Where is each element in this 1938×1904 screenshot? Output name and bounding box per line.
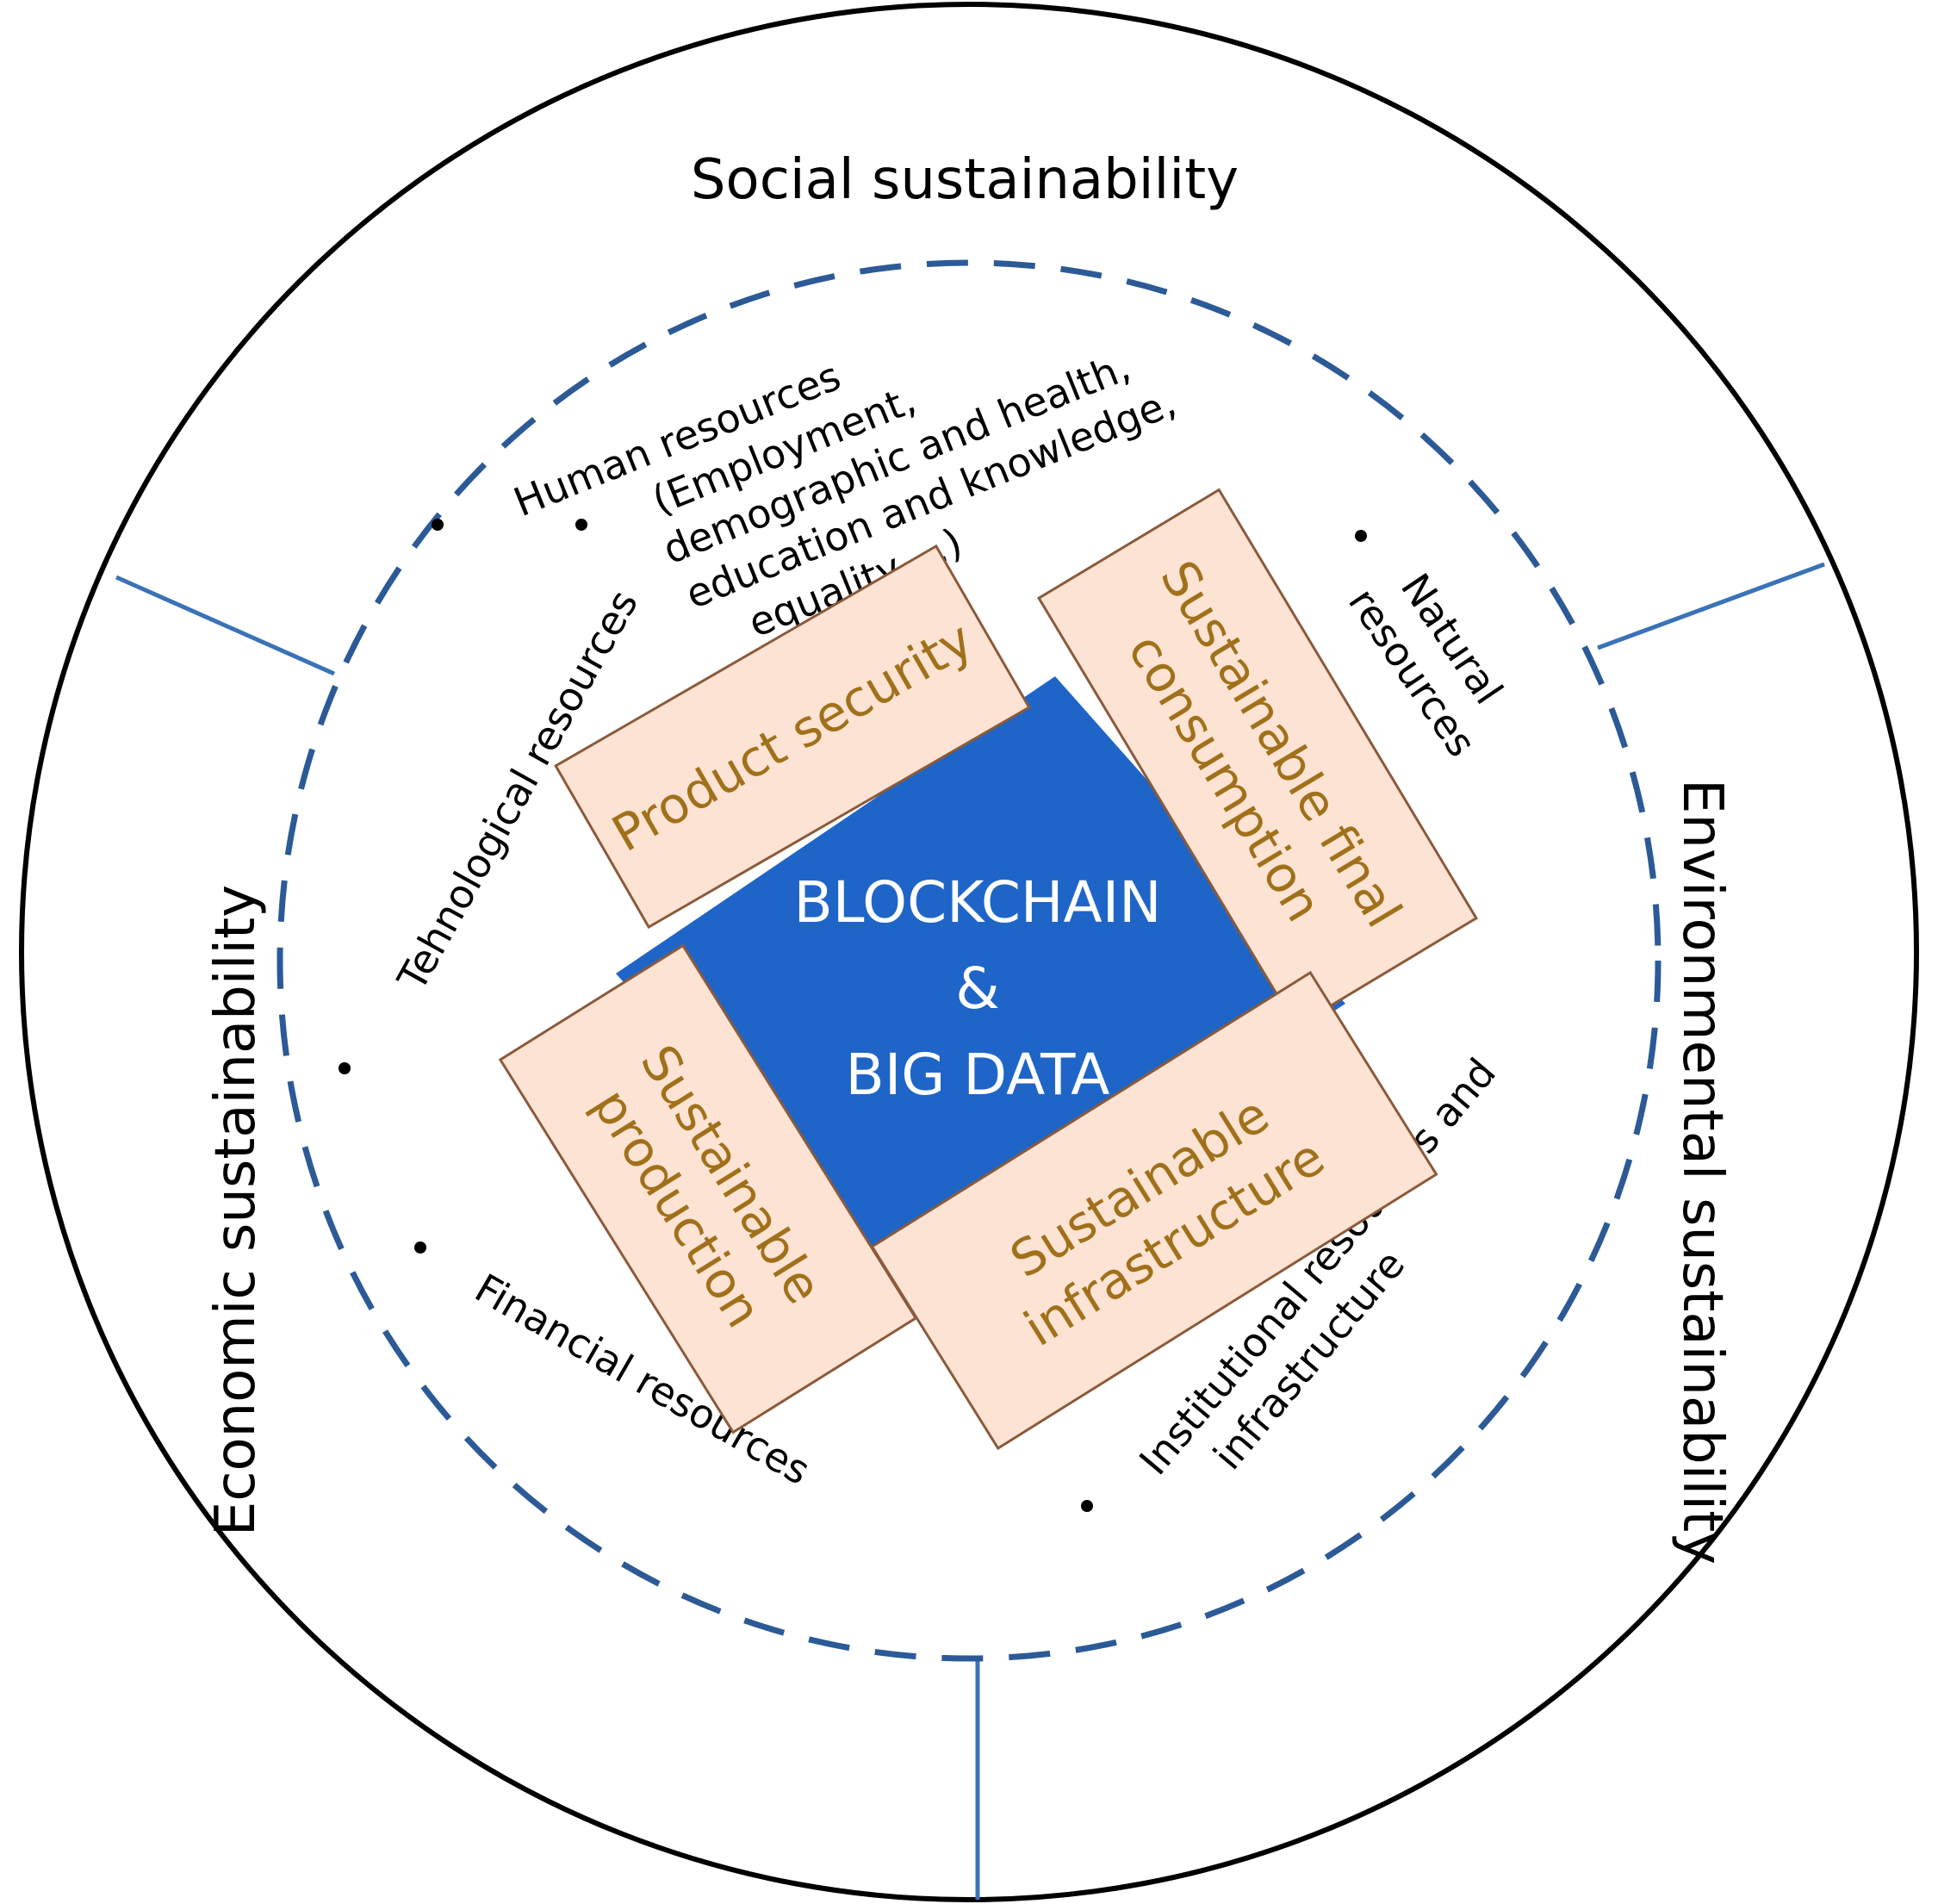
social-sustainability-label: Social sustainability [691,148,1239,212]
core-label-line-1: BLOCKCHAIN [793,869,1161,936]
divider-left [115,575,336,676]
dashed-inner-circle [276,259,1662,1662]
box-production: Sustainable production [498,943,918,1434]
environmental-sustainability-label: Environmental sustainability [1670,779,1734,1565]
bullet-natural [1355,530,1367,542]
divider-right [1597,562,1825,650]
economic-sustainability-label: Economic sustainability [204,885,268,1536]
bullet-technological [432,519,444,531]
bullet-financial [414,1241,426,1254]
core-label-line-2: & [955,955,999,1022]
bullet-human [575,519,587,531]
bullet-institutional [1081,1500,1093,1512]
bullet-economic-side [339,1062,351,1074]
core-label-line-3: BIG DATA [846,1042,1110,1108]
